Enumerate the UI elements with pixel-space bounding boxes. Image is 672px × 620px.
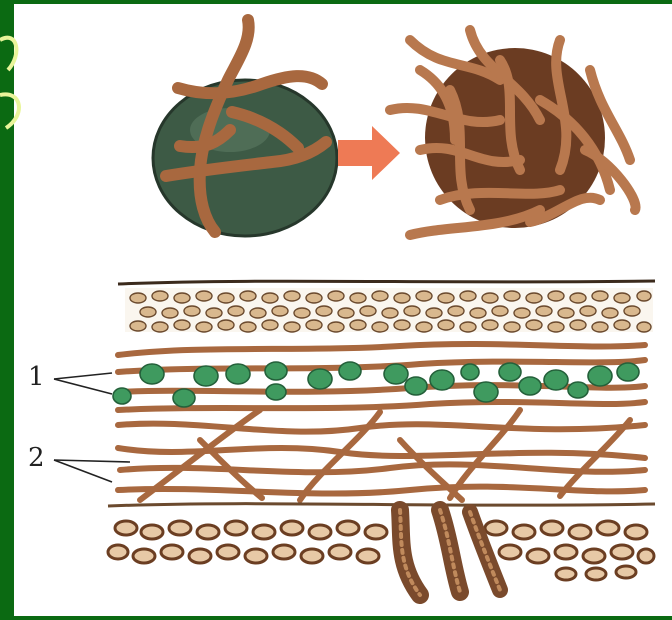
medulla-hyphae	[118, 410, 645, 500]
rhizines	[400, 510, 500, 595]
alga-cell-with-hyphae	[153, 20, 337, 236]
label-1: 1	[28, 362, 45, 392]
lower-cortex	[108, 504, 655, 580]
label-2: 2	[28, 443, 45, 473]
arrow-icon	[338, 126, 400, 180]
fungal-hyphae-ball	[390, 30, 636, 235]
decorative-curl	[0, 38, 19, 128]
algal-layer	[113, 344, 645, 410]
upper-cortex	[118, 281, 655, 332]
